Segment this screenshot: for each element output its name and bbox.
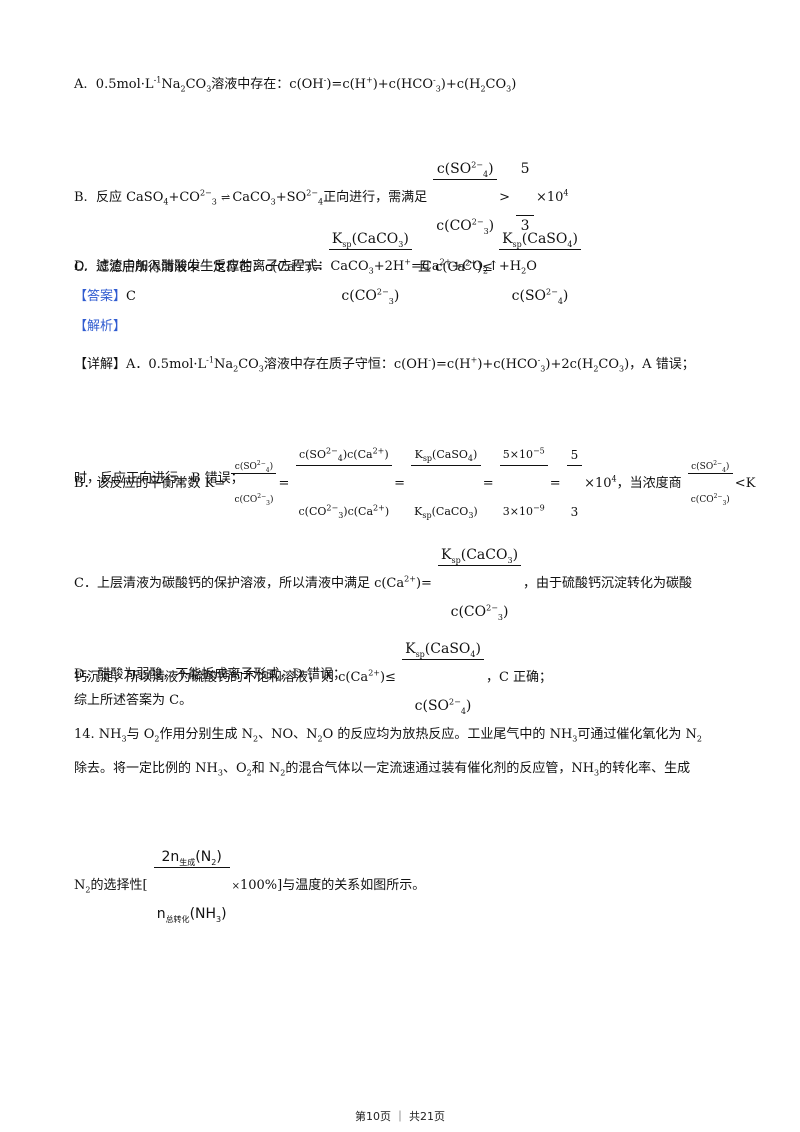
detail-d: D．醋酸为弱酸，不能拆成离子形式，D 错误； <box>74 667 346 682</box>
k-fraction-1: c(SO2−4) c(CO2−3) <box>231 442 277 525</box>
question-14: 14. NH3与 O2作用分别生成 N2、NO、N2O 的反应均为放热反应。工业… <box>74 727 702 744</box>
detail-c: C．上层清液为碳酸钙的保护溶液，所以清液中满足 c(Ca2+)= Ksp(CaC… <box>74 510 692 657</box>
question-14-line3: N2的选择性[ 2n生成(N2) n总转化(NH3) ×100%]与温度的关系如… <box>74 812 425 959</box>
q-fraction: c(SO2−4) c(CO2−3) <box>687 442 733 525</box>
question-14-line2: 除去。将一定比例的 NH3、O2和 N2的混合气体以一定流速通过装有催化剂的反应… <box>74 761 691 778</box>
c-fraction-caco3: Ksp(CaCO3) c(CO2−3) <box>438 510 522 657</box>
k-fraction-5: 5 3 <box>566 410 583 557</box>
summary: 综上所述答案为 C。 <box>74 693 193 708</box>
option-d: D. 滤渣中加入醋酸发生反应的离子方程式：CaCO3+2H+=Ca2++CO2↑… <box>74 257 537 276</box>
k-fraction-2: c(SO2−4)c(Ca2+) c(CO2−3)c(Ca2+) <box>295 410 393 557</box>
option-a: A. 0.5mol·L-1Na2CO3溶液中存在：c(OH-)=c(H+)+c(… <box>74 75 517 94</box>
fraction-ksp-caso4: Ksp(CaSO4) c(SO2−4) <box>499 194 581 341</box>
selectivity-fraction: 2n生成(N2) n总转化(NH3) <box>153 812 230 959</box>
fraction-5-3: 5 3 <box>516 124 534 271</box>
page-footer: 第10页 ｜ 共21页 <box>355 1110 445 1123</box>
fraction-so4-co3: c(SO2−4) c(CO2−3) <box>433 124 498 271</box>
option-b: B. 反应 CaSO4+CO2−3 ⇌ CaCO3+SO2−4正向进行，需满足 … <box>74 124 569 271</box>
answer-label: 【答案】 <box>74 289 127 304</box>
answer-line: 【答案】C <box>74 288 136 306</box>
k-fraction-3: Ksp(CaSO4) Ksp(CaCO3) <box>411 410 481 557</box>
detail-a: 【详解】A．0.5mol·L-1Na2CO3溶液中存在质子守恒：c(OH-)=c… <box>74 355 695 374</box>
fraction-ksp-caco3: Ksp(CaCO3) c(CO2−3) <box>328 194 412 341</box>
detail-c-cont: 钙沉淀，所以清液为硫酸钙的不饱和溶液，则 c(Ca2+)≤ Ksp(CaSO4)… <box>74 604 552 751</box>
detail-b: B．该反应的平衡常数 K= c(SO2−4) c(CO2−3) = c(SO2−… <box>74 410 755 557</box>
answer-value: C <box>126 289 136 304</box>
analysis-line: 【解析】 <box>74 318 126 336</box>
c-fraction-caso4: Ksp(CaSO4) c(SO2−4) <box>402 604 484 751</box>
detail-b-cont: 时，反应正向进行，B 错误； <box>74 471 244 486</box>
k-fraction-4: 5×10−5 3×10−9 <box>499 410 548 557</box>
equilibrium-arrow: ⇌ <box>220 191 230 204</box>
option-c: C. 过滤后所得清液中一定存在：c(Ca2+)= Ksp(CaCO3) c(CO… <box>74 194 583 341</box>
analysis-label: 【解析】 <box>74 319 127 334</box>
